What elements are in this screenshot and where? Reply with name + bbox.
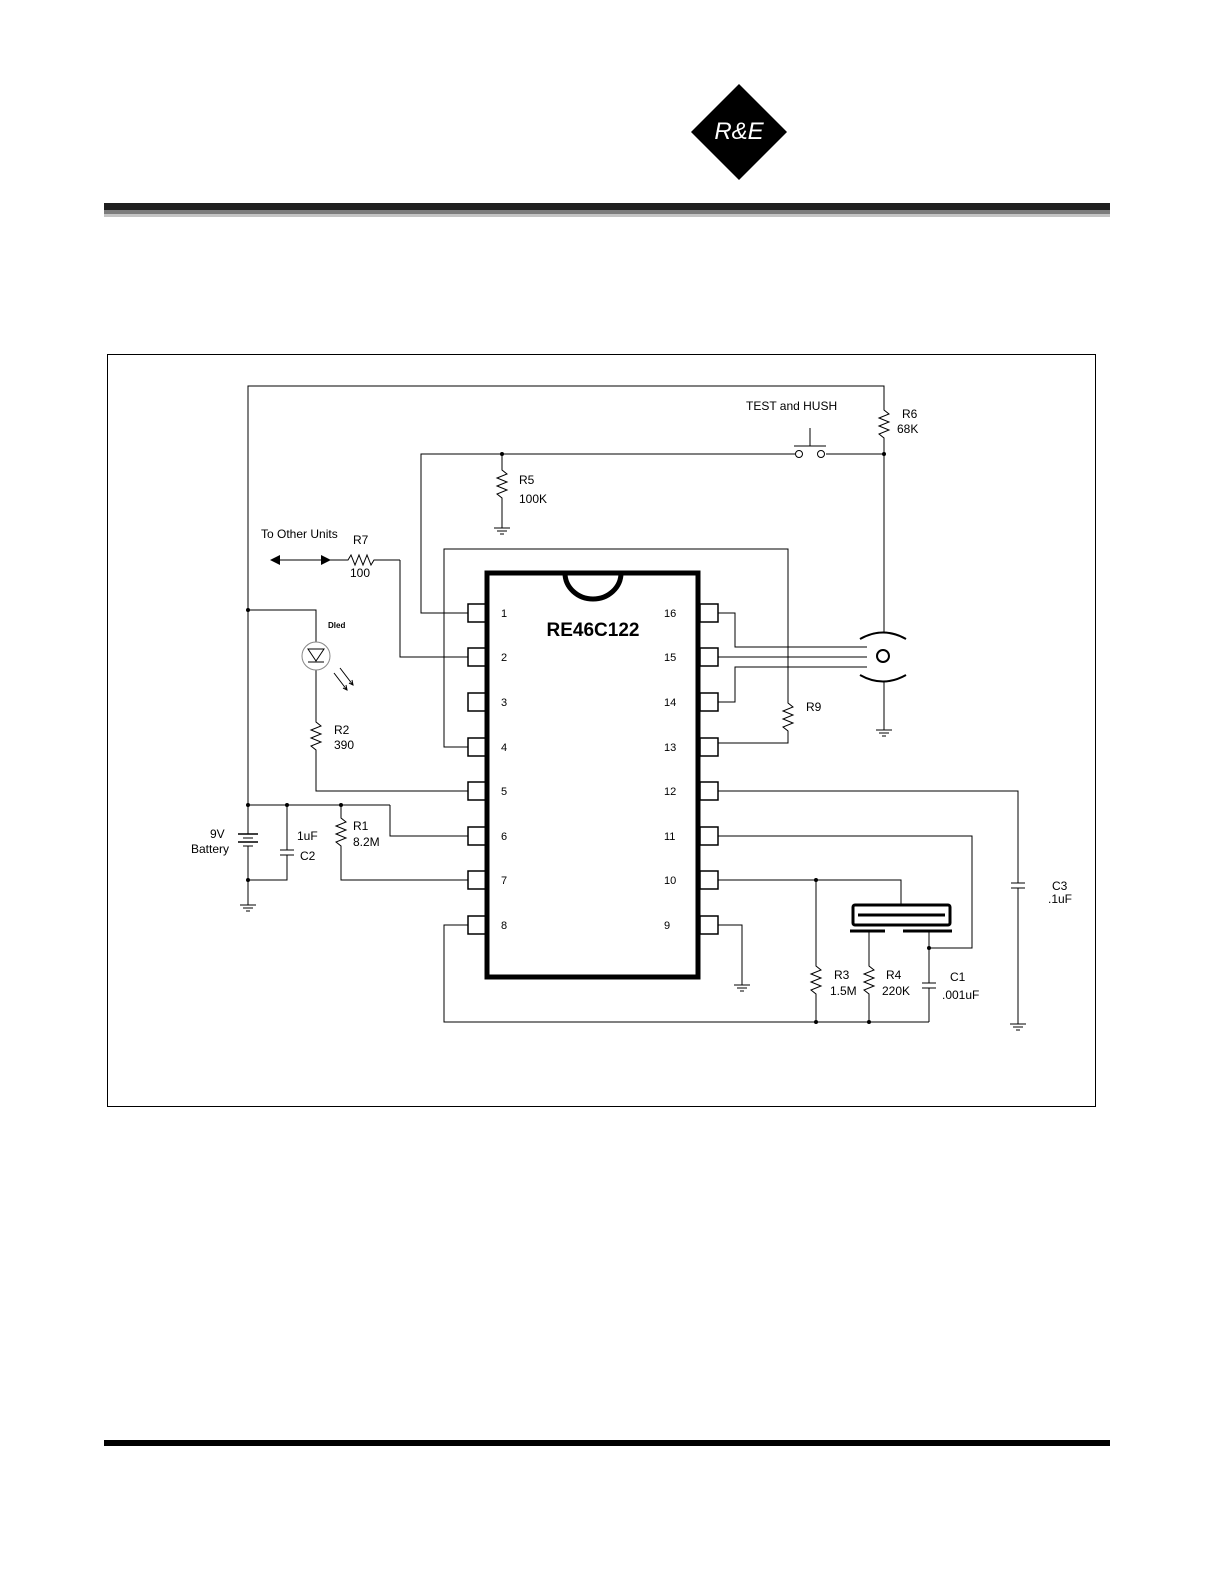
ic-pin-left (467, 692, 487, 712)
ic-pin-number: 4 (501, 742, 507, 754)
piezo-horn (850, 903, 952, 933)
ic-pin-right (699, 603, 719, 623)
label-r2: R2 (334, 723, 350, 737)
ic-pin-number: 3 (501, 697, 507, 709)
label-c1: C1 (950, 970, 966, 984)
label-r6-value: 68K (897, 422, 918, 436)
ic-pin-number: 5 (501, 786, 507, 798)
resistor-r5 (495, 454, 509, 528)
ground-c3 (1010, 1023, 1026, 1031)
ic-pin-right (699, 737, 719, 757)
label-r3: R3 (834, 968, 850, 982)
ic-pin-number: 12 (664, 786, 676, 798)
ic-pin-number: 8 (501, 920, 507, 932)
capacitor-c1 (922, 982, 936, 989)
bidirectional-arrow-icon (270, 555, 331, 565)
ic-pin-right (699, 870, 719, 890)
ic-pin-left (467, 781, 487, 801)
label-r3-value: 1.5M (830, 984, 857, 998)
logo-text: R&E (714, 118, 764, 145)
ic-pin-left (467, 826, 487, 846)
ic-pin-right (699, 915, 719, 935)
resistor-r4 (862, 931, 876, 1022)
label-battery-voltage: 9V (210, 827, 225, 841)
ic-pin-number: 13 (664, 742, 676, 754)
label-r4: R4 (886, 968, 902, 982)
label-r5-value: 100K (519, 492, 547, 506)
ic-pins: 1 16 2 15 3 14 4 13 5 12 6 11 7 10 8 9 (467, 603, 719, 935)
ic-pin-right (699, 692, 719, 712)
label-c1-value: .001uF (942, 988, 979, 1002)
capacitor-c2 (280, 849, 294, 856)
label-to-other-units: To Other Units (261, 527, 338, 541)
label-c3-value: .1uF (1048, 892, 1072, 906)
battery-symbol (238, 833, 258, 847)
label-r7: R7 (353, 533, 369, 547)
ic-name: RE46C122 (547, 620, 640, 641)
ic-pin-left (467, 870, 487, 890)
resistor-r9 (718, 700, 795, 744)
label-r2-value: 390 (334, 738, 354, 752)
ic-pin-number: 16 (664, 608, 676, 620)
label-c2-value: 1uF (297, 829, 318, 843)
label-r4-value: 220K (882, 984, 910, 998)
ic-pin-number: 2 (501, 652, 507, 664)
label-test-hush: TEST and HUSH (746, 399, 837, 413)
label-c2: C2 (300, 849, 316, 863)
label-c3: C3 (1052, 879, 1068, 893)
ground-chamber (876, 729, 892, 737)
led-diode (301, 641, 354, 691)
header-rule (104, 203, 1110, 217)
component-labels: TEST and HUSH R6 68K R5 100K To Other Un… (191, 399, 1072, 1002)
ground-battery (240, 904, 256, 912)
test-hush-switch (794, 428, 826, 458)
ic-pin-left (467, 915, 487, 935)
label-r5: R5 (519, 473, 535, 487)
footer-rule (104, 1440, 1110, 1446)
ic-pin-number: 11 (664, 831, 675, 843)
ground-r5 (494, 527, 510, 535)
label-battery: Battery (191, 842, 229, 856)
ic-re46c122: RE46C122 1 16 2 15 3 14 4 13 5 12 6 11 7 10 8 9 (467, 570, 719, 980)
label-r7-value: 100 (350, 566, 370, 580)
resistor-r7 (345, 553, 400, 567)
ic-pin-right (699, 826, 719, 846)
smoke-chamber (859, 631, 907, 683)
resistor-r6 (877, 405, 891, 441)
label-diode: Dled (328, 621, 345, 630)
ic-pin-right (699, 781, 719, 801)
label-r1-value: 8.2M (353, 835, 380, 849)
resistor-r2 (309, 670, 468, 792)
ic-pin-left (467, 737, 487, 757)
ic-pin-number: 14 (664, 697, 676, 709)
ic-pin-left (467, 647, 487, 667)
ic-pin-right (699, 647, 719, 667)
resistor-r1 (334, 805, 468, 881)
label-r1: R1 (353, 819, 369, 833)
ic-pin-left (467, 603, 487, 623)
ic-pin-number: 6 (501, 831, 507, 843)
junctions (246, 452, 931, 1024)
ic-pin-number: 15 (664, 652, 676, 664)
capacitor-c3 (1011, 882, 1025, 889)
wires (238, 385, 1026, 1031)
ground-pin9 (734, 984, 750, 992)
ic-pin-number: 7 (501, 875, 507, 887)
schematic-frame (107, 354, 1096, 1107)
resistor-r3 (809, 880, 823, 1022)
label-r9: R9 (806, 700, 822, 714)
ic-pin-number: 10 (664, 875, 676, 887)
re-logo: R&E (691, 84, 787, 180)
label-r6: R6 (902, 407, 918, 421)
ic-pin-number: 9 (664, 920, 670, 932)
ic-pin-number: 1 (501, 608, 507, 620)
